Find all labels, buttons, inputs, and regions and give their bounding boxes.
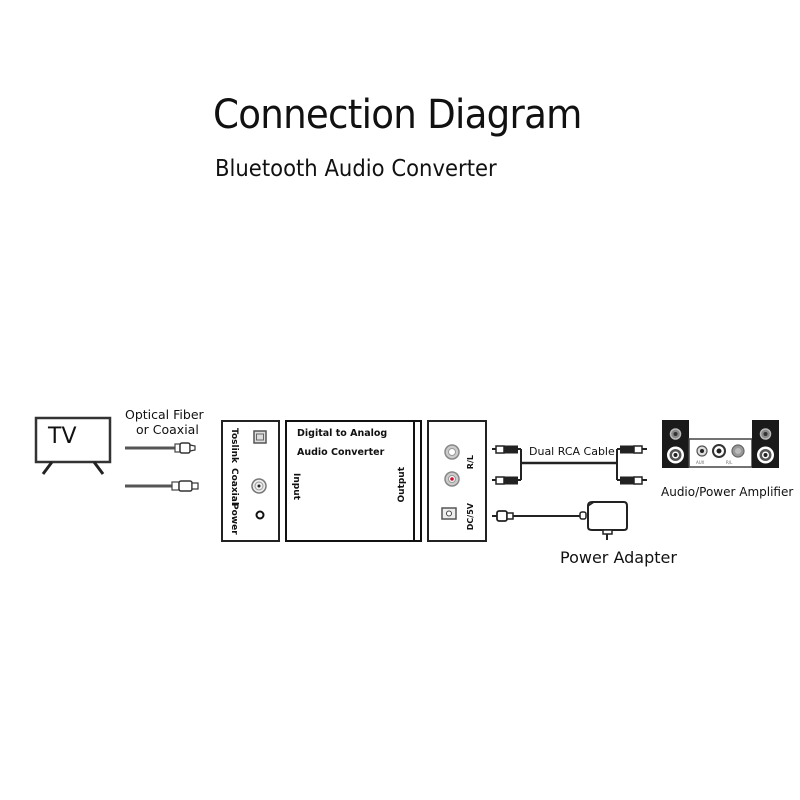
converter-output-label: Output	[397, 467, 407, 503]
converter-title-line1: Digital to Analog	[297, 428, 388, 439]
power-adapter-label: Power Adapter	[560, 548, 677, 567]
input-cable-label-line2: or Coaxial	[136, 422, 199, 437]
rca-label: R/L	[466, 455, 475, 470]
power-label: Power	[229, 503, 239, 535]
amp-aux-label: AUX	[696, 460, 705, 465]
converter-output-panel	[427, 420, 487, 542]
toslink-port-icon	[253, 430, 267, 444]
dc-label: DC/5V	[466, 503, 475, 531]
dc-port-icon	[441, 507, 457, 520]
power-adapter-icon	[492, 501, 628, 540]
amp-rl-label: R/L	[726, 460, 733, 465]
amplifier-icon	[662, 420, 779, 468]
converter-input-panel	[221, 420, 280, 542]
amplifier-label: Audio/Power Amplifier	[661, 485, 794, 499]
rca-cable-label: Dual RCA Cable	[529, 445, 615, 458]
coaxial-label: Coaxial	[229, 468, 239, 505]
input-cable-label-line1: Optical Fiber	[125, 407, 204, 422]
rca-right-port-icon	[444, 471, 460, 487]
converter-input-label: Input	[291, 473, 301, 500]
power-port-icon	[255, 510, 265, 520]
optical-cable-icon	[125, 442, 196, 454]
left-speaker-icon	[662, 420, 689, 468]
toslink-label: Toslink	[229, 428, 239, 464]
amplifier-panel	[688, 438, 753, 468]
right-speaker-icon	[752, 420, 779, 468]
converter-body	[285, 420, 422, 542]
dual-rca-cable-icon	[492, 445, 647, 485]
rca-left-port-icon	[444, 444, 460, 460]
diagram-subtitle: Bluetooth Audio Converter	[215, 156, 497, 182]
converter-title-line2: Audio Converter	[297, 447, 385, 458]
coaxial-port-icon	[251, 478, 267, 494]
tv-icon	[34, 416, 112, 475]
diagram-title: Connection Diagram	[213, 92, 582, 138]
coaxial-cable-icon	[125, 480, 199, 492]
tv-label: TV	[48, 424, 77, 449]
